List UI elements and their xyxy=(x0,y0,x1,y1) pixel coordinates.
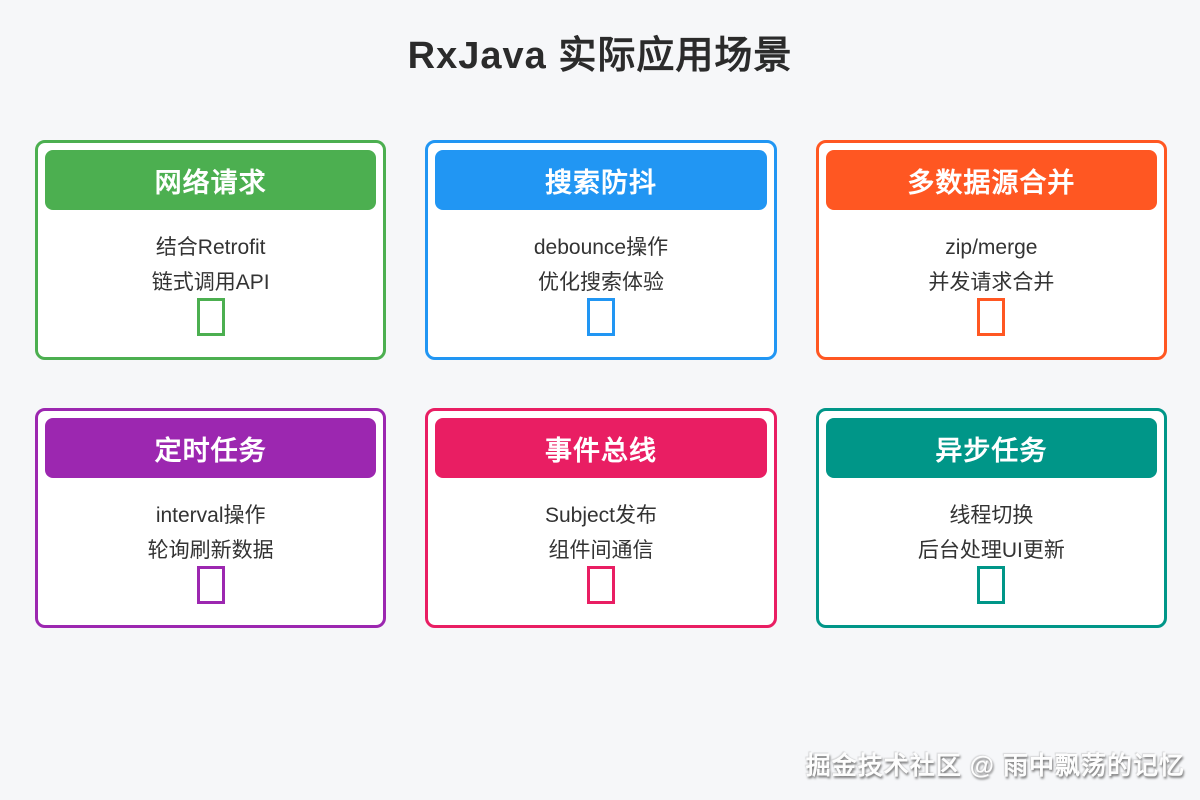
card-line: 组件间通信 xyxy=(548,539,654,562)
card-title: 搜索防抖 xyxy=(544,167,657,198)
card-timer-task: 定时任务 interval操作 轮询刷新数据 xyxy=(35,408,387,628)
card-body: debounce操作 优化搜索体验 xyxy=(428,210,773,336)
card-event-bus: 事件总线 Subject发布 组件间通信 xyxy=(425,408,777,628)
card-line: 线程切换 xyxy=(949,504,1034,527)
card-body: 结合Retrofit 链式调用API xyxy=(38,210,383,336)
glyph-row xyxy=(819,566,1164,604)
card-title: 事件总线 xyxy=(544,435,657,466)
card-body: zip/merge 并发请求合并 xyxy=(819,210,1164,336)
card-body: interval操作 轮询刷新数据 xyxy=(38,478,383,604)
card-line: 后台处理UI更新 xyxy=(917,539,1065,562)
card-line: 并发请求合并 xyxy=(928,271,1055,294)
missing-emoji-icon xyxy=(196,566,225,604)
missing-emoji-icon xyxy=(196,298,225,336)
card-data-source-merge: 多数据源合并 zip/merge 并发请求合并 xyxy=(815,140,1167,360)
card-header: 网络请求 xyxy=(45,150,377,210)
card-header: 事件总线 xyxy=(435,418,767,478)
card-line: 结合Retrofit xyxy=(155,236,266,259)
cards-grid: 网络请求 结合Retrofit 链式调用API 搜索防抖 debounce操作 … xyxy=(35,140,1167,628)
card-line: Subject发布 xyxy=(544,504,658,527)
card-header: 异步任务 xyxy=(825,418,1157,478)
missing-emoji-icon xyxy=(586,298,615,336)
card-network-request: 网络请求 结合Retrofit 链式调用API xyxy=(35,140,387,360)
page-title: RxJava 实际应用场景 xyxy=(407,35,793,77)
card-line: 链式调用API xyxy=(151,271,270,294)
missing-emoji-icon xyxy=(586,566,615,604)
card-title: 网络请求 xyxy=(154,167,267,198)
card-line: zip/merge xyxy=(945,236,1038,259)
card-header: 定时任务 xyxy=(45,418,377,478)
card-search-debounce: 搜索防抖 debounce操作 优化搜索体验 xyxy=(425,140,777,360)
card-line: debounce操作 xyxy=(533,236,669,259)
card-header: 多数据源合并 xyxy=(825,150,1157,210)
card-title: 多数据源合并 xyxy=(907,167,1076,198)
glyph-row xyxy=(428,298,773,336)
card-header: 搜索防抖 xyxy=(435,150,767,210)
card-title: 定时任务 xyxy=(154,435,267,466)
glyph-row xyxy=(428,566,773,604)
card-title: 异步任务 xyxy=(935,435,1048,466)
card-body: Subject发布 组件间通信 xyxy=(428,478,773,604)
card-async-task: 异步任务 线程切换 后台处理UI更新 xyxy=(815,408,1167,628)
card-line: 轮询刷新数据 xyxy=(147,539,274,562)
missing-emoji-icon xyxy=(977,298,1006,336)
card-body: 线程切换 后台处理UI更新 xyxy=(819,478,1164,604)
glyph-row xyxy=(38,298,383,336)
card-line: 优化搜索体验 xyxy=(537,271,664,294)
glyph-row xyxy=(38,566,383,604)
missing-emoji-icon xyxy=(977,566,1006,604)
card-line: interval操作 xyxy=(155,504,266,527)
watermark: 掘金技术社区 @ 雨中飘荡的记忆 xyxy=(805,752,1185,780)
glyph-row xyxy=(819,298,1164,336)
